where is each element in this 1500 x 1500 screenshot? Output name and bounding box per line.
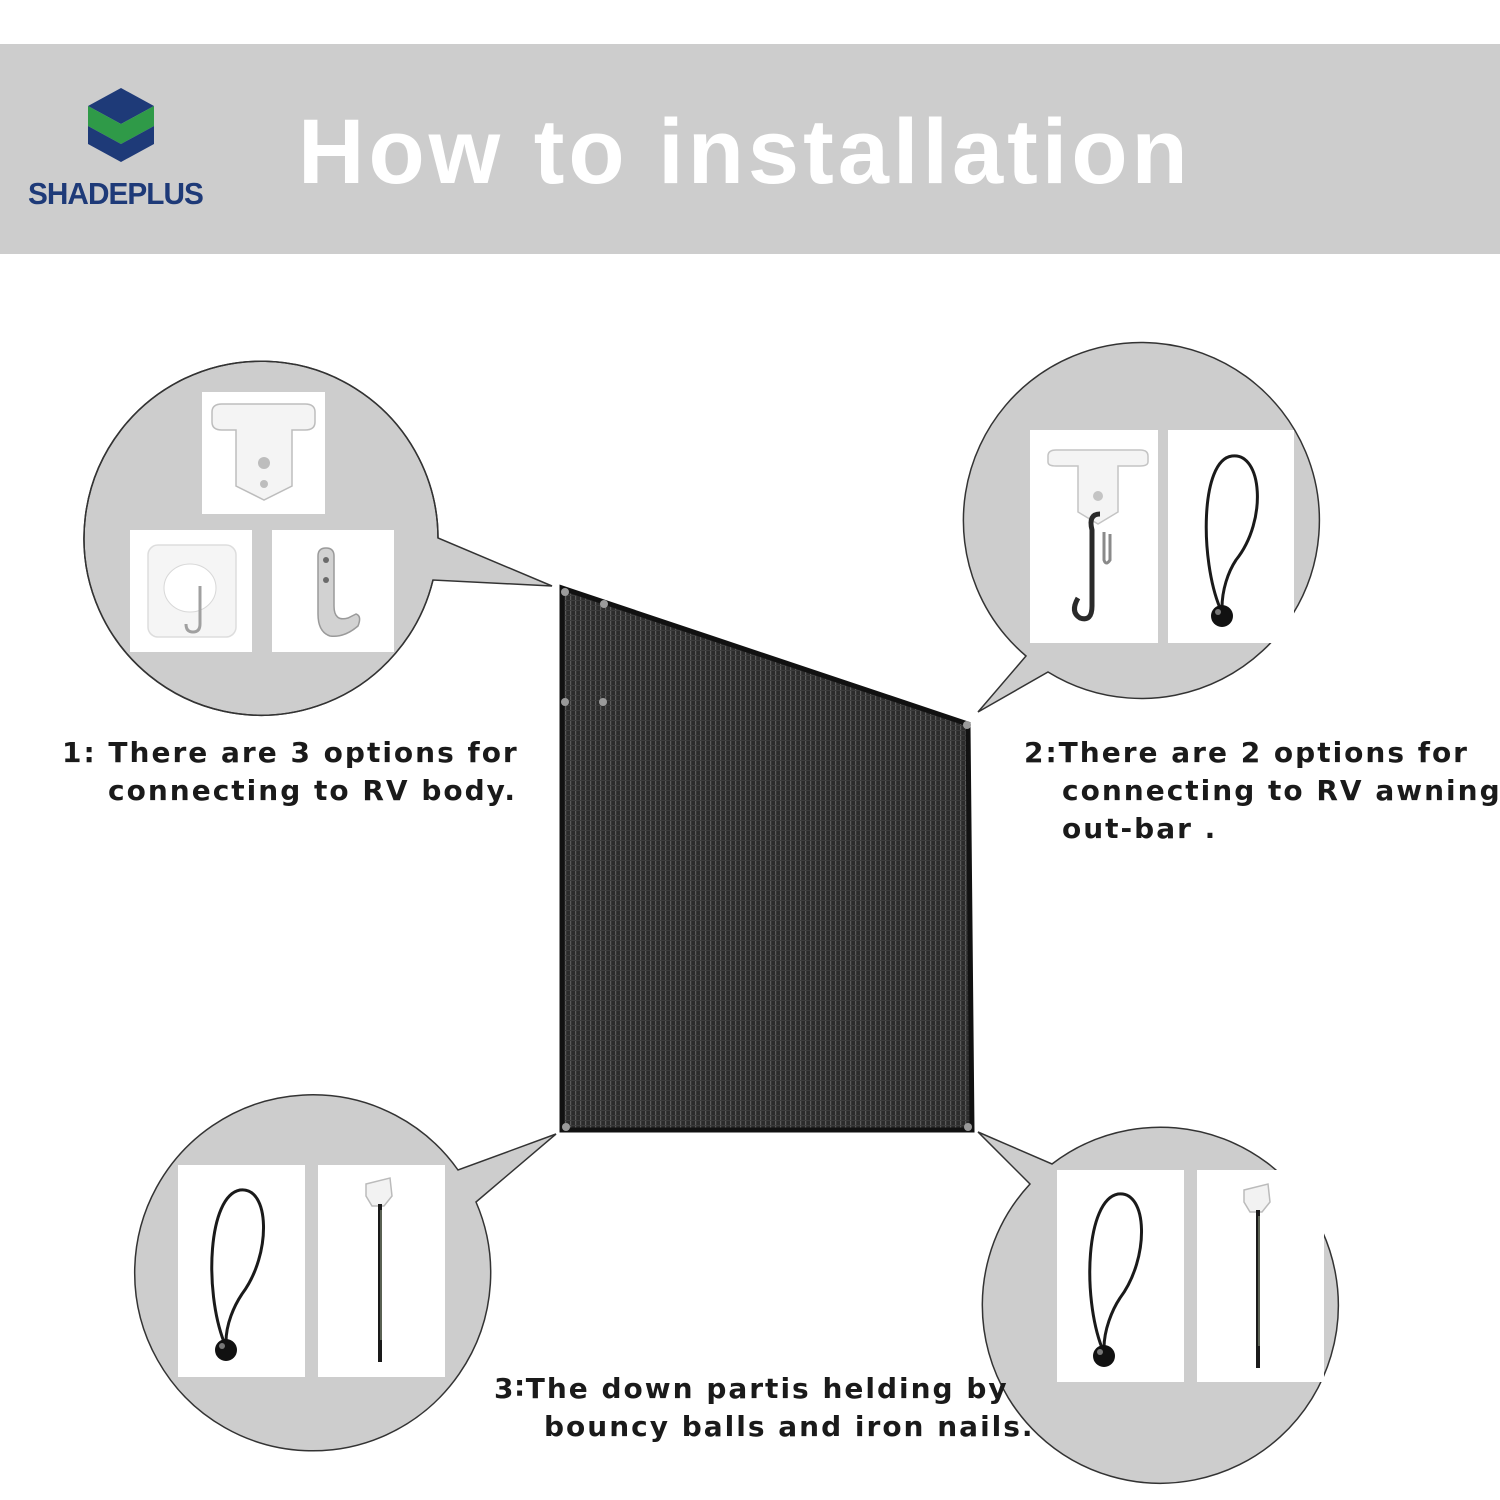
- caption-line: 3∶The down partis helding by: [494, 1372, 1009, 1405]
- callout-bottom-right: [977, 1126, 1340, 1484]
- metal-hook-icon: [272, 530, 394, 652]
- caption-line: 2:There are 2 options for: [1024, 736, 1469, 769]
- caption-body-options: 1: There are 3 options for connecting to…: [62, 734, 519, 810]
- bungee-ball-icon: [1057, 1170, 1184, 1382]
- brand-name: SHADEPLUS: [28, 176, 204, 211]
- adhesive-hook-icon: [130, 530, 252, 652]
- shade-panel: [559, 584, 975, 1133]
- caption-line: bouncy balls and iron nails.: [544, 1410, 1035, 1443]
- caption-line: out-bar .: [1062, 812, 1218, 845]
- bungee-ball-icon: [178, 1165, 305, 1377]
- caption-line: connecting to RV awning: [1062, 774, 1500, 807]
- screw-plate-icon: [202, 392, 325, 514]
- callout-bottom-left: [133, 1094, 557, 1452]
- header-banner: [0, 44, 1500, 254]
- caption-ground-options: 3∶The down partis helding by bouncy ball…: [494, 1370, 1035, 1446]
- ground-stake-icon: [1197, 1170, 1324, 1382]
- caption-line: connecting to RV body.: [108, 774, 517, 807]
- ground-stake-icon: [318, 1165, 445, 1377]
- shadeplus-logo: SHADEPLUS: [28, 88, 228, 218]
- logo-mark-icon: [88, 88, 154, 162]
- caption-awning-options: 2:There are 2 options for connecting to …: [1024, 734, 1500, 848]
- callout-top-right: [962, 341, 1321, 713]
- bungee-ball-icon: [1168, 430, 1294, 643]
- awning-hook-icon: [1030, 430, 1158, 643]
- callout-top-left: [83, 360, 553, 716]
- caption-line: 1: There are 3 options for: [62, 736, 519, 769]
- page-title: How to installation: [298, 101, 1192, 203]
